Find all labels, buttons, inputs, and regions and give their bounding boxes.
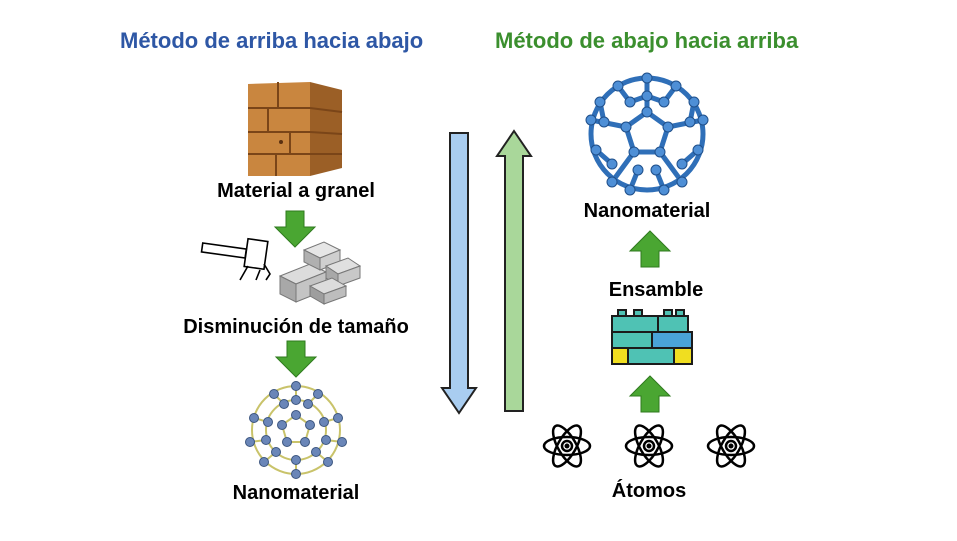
fullerene-blue-icon bbox=[585, 72, 709, 196]
wood-block-icon bbox=[248, 82, 343, 176]
top-down-title: Método de arriba hacia abajo bbox=[120, 28, 424, 53]
up-arrow-large bbox=[495, 129, 533, 412]
arrow-down-icon bbox=[274, 340, 318, 378]
atom-icon bbox=[706, 424, 756, 468]
nanomaterial-label-right: Nanomaterial bbox=[583, 200, 711, 222]
arrow-up-icon bbox=[628, 230, 672, 268]
arrow-down-icon bbox=[273, 210, 317, 248]
down-arrow-large bbox=[440, 132, 478, 415]
size-reduction-label: Disminución de tamaño bbox=[183, 316, 409, 338]
bottom-up-title: Método de abajo hacia arriba bbox=[495, 28, 799, 53]
bricks-assembly-icon bbox=[611, 309, 693, 365]
atom-icon bbox=[542, 424, 592, 468]
atom-icon bbox=[624, 424, 674, 468]
fullerene-icon bbox=[245, 381, 347, 479]
nanomaterial-label-left: Nanomaterial bbox=[232, 482, 360, 504]
hammer-breaking-icon bbox=[200, 237, 362, 305]
arrow-up-icon bbox=[628, 375, 672, 413]
bulk-material-label: Material a granel bbox=[217, 180, 375, 202]
atoms-label: Átomos bbox=[611, 480, 687, 502]
assembly-label: Ensamble bbox=[608, 279, 704, 301]
